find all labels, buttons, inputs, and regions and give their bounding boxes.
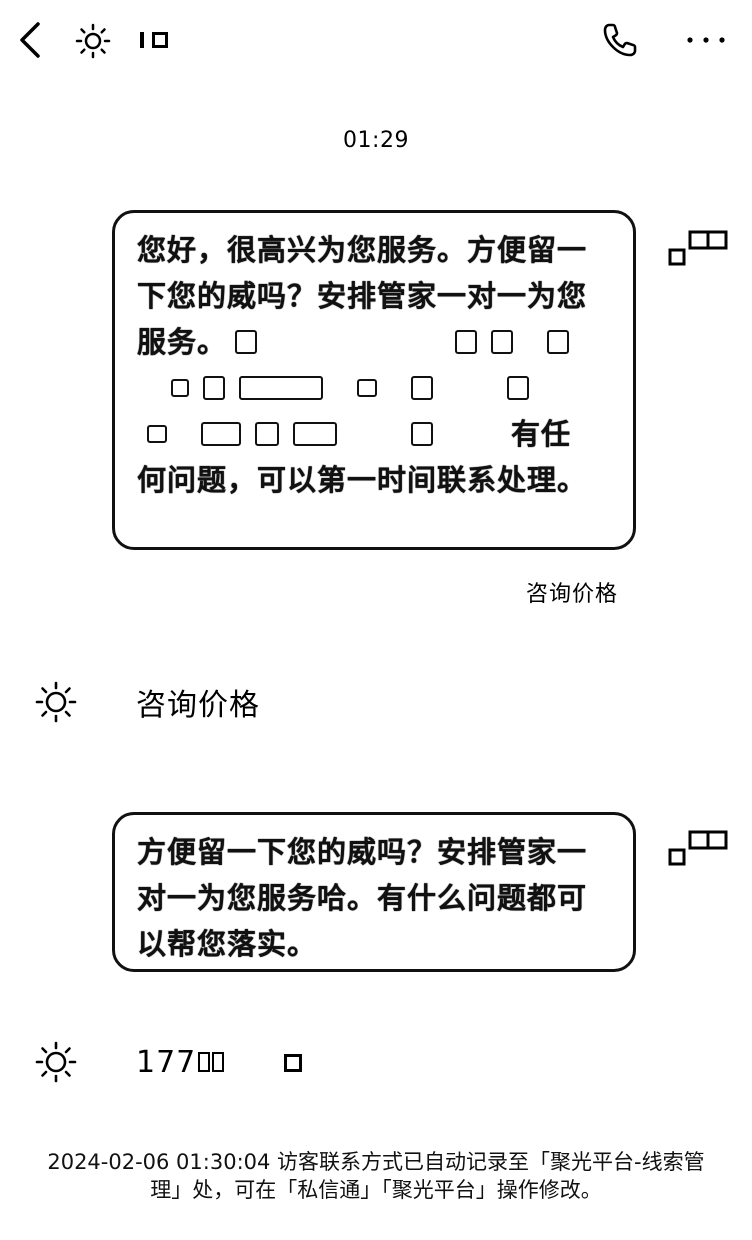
redacted-block [357, 379, 377, 397]
redacted-block [411, 422, 433, 446]
message-text-line: 下您的威吗？安排管家一对一为您 [137, 279, 588, 313]
message-text: 方便留一下您的威吗？安排管家一对一为您服务哈。有什么问题都可以帮您落实。 [137, 835, 588, 961]
message-text-segment: 服务。 [137, 325, 228, 359]
redacted-block [411, 376, 433, 400]
incoming-message-text: 咨询价格 [136, 688, 260, 723]
sun-icon [75, 23, 111, 59]
more-button[interactable] [680, 18, 732, 62]
message-timestamp: 01:29 [343, 128, 409, 153]
redacted-block [203, 376, 225, 400]
call-button[interactable] [596, 16, 644, 64]
redacted-text-line: 服务。 [137, 319, 611, 365]
redacted-block [235, 330, 258, 354]
redacted-block [547, 330, 570, 354]
contact-name [140, 24, 168, 56]
redacted-phone-digits [198, 1051, 225, 1072]
redacted-block [255, 422, 279, 446]
back-button[interactable] [10, 18, 50, 62]
redacted-block [455, 330, 478, 354]
redacted-block [507, 376, 529, 400]
redacted-char [140, 32, 144, 48]
redacted-char [198, 1051, 211, 1072]
phone-number-prefix: 177 [136, 1044, 197, 1080]
sun-icon [35, 681, 77, 723]
redacted-char [152, 32, 168, 48]
redacted-block [239, 376, 323, 400]
system-notice: 2024-02-06 01:30:04 访客联系方式已自动记录至「聚光平台-线索… [47, 1150, 705, 1202]
more-horizontal-icon [687, 37, 725, 43]
redacted-text-line [137, 365, 611, 411]
incoming-message[interactable]: 177 [34, 1040, 303, 1084]
incoming-message-text: 177 [136, 1044, 303, 1080]
message-status-icon [668, 828, 728, 868]
message-status-icon [668, 228, 728, 268]
redacted-block [171, 379, 189, 397]
top-bar [0, 0, 752, 80]
redacted-block [491, 330, 514, 354]
redacted-block [201, 422, 241, 446]
redacted-char [212, 1051, 225, 1072]
message-text-line: 何问题，可以第一时间联系处理。 [137, 463, 588, 497]
redacted-block [147, 425, 167, 443]
message-text-segment: 有任 [511, 417, 572, 451]
chevron-left-icon [20, 22, 40, 58]
phone-icon [603, 23, 637, 57]
sun-icon [35, 1041, 77, 1083]
redacted-text-line: 有任 [137, 411, 611, 457]
message-text-line: 您好，很高兴为您服务。方便留一 [137, 233, 588, 267]
outgoing-message-bubble[interactable]: 您好，很高兴为您服务。方便留一 下您的威吗？安排管家一对一为您 服务。 有任 何… [112, 210, 636, 550]
redacted-block [293, 422, 337, 446]
redacted-char [284, 1053, 303, 1072]
incoming-message[interactable]: 咨询价格 [34, 680, 260, 724]
outgoing-message-bubble[interactable]: 方便留一下您的威吗？安排管家一对一为您服务哈。有什么问题都可以帮您落实。 [112, 812, 636, 972]
theme-toggle-button[interactable] [72, 20, 114, 62]
message-caption: 咨询价格 [525, 582, 618, 607]
